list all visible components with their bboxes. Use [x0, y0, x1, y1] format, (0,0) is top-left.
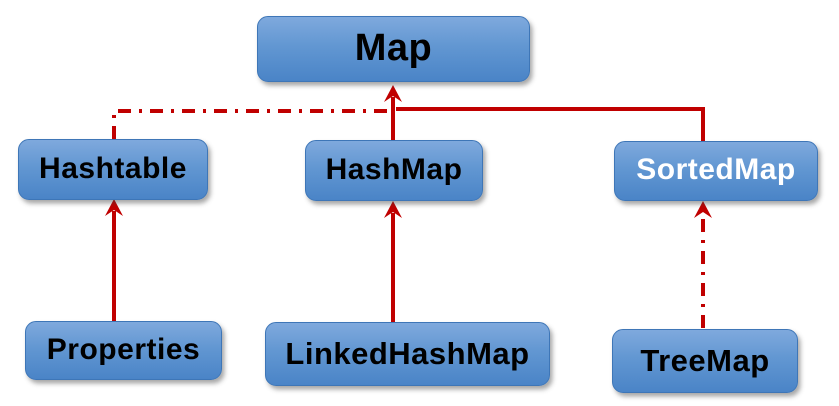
edge-hashtable-to-map-dashdot-line	[112, 109, 391, 139]
node-label-hashtable: Hashtable	[39, 151, 187, 185]
node-hashmap: HashMap	[305, 140, 483, 201]
arrowhead-icon-hashmap-to-map	[384, 85, 402, 102]
node-treemap: TreeMap	[612, 329, 798, 393]
arrowhead-icon-treemap-to-sortedmap	[694, 201, 712, 218]
arrowhead-icon-properties-to-hashtable	[105, 199, 123, 216]
edge-sortedmap-to-map-solid-line	[396, 107, 705, 141]
node-label-hashmap: HashMap	[325, 152, 463, 186]
node-label-properties: Properties	[46, 332, 201, 366]
node-properties: Properties	[25, 321, 222, 380]
node-label-linkedhashmap: LinkedHashMap	[285, 335, 530, 371]
node-map: Map	[257, 16, 530, 82]
arrowhead-icon-linkedhashmap-to-hashmap	[384, 201, 402, 218]
node-linkedhashmap: LinkedHashMap	[265, 322, 550, 386]
node-label-map: Map	[354, 27, 433, 69]
node-label-treemap: TreeMap	[640, 342, 770, 378]
node-sortedmap: SortedMap	[614, 141, 818, 201]
node-label-sortedmap: SortedMap	[636, 153, 796, 186]
node-hashtable: Hashtable	[18, 139, 208, 200]
